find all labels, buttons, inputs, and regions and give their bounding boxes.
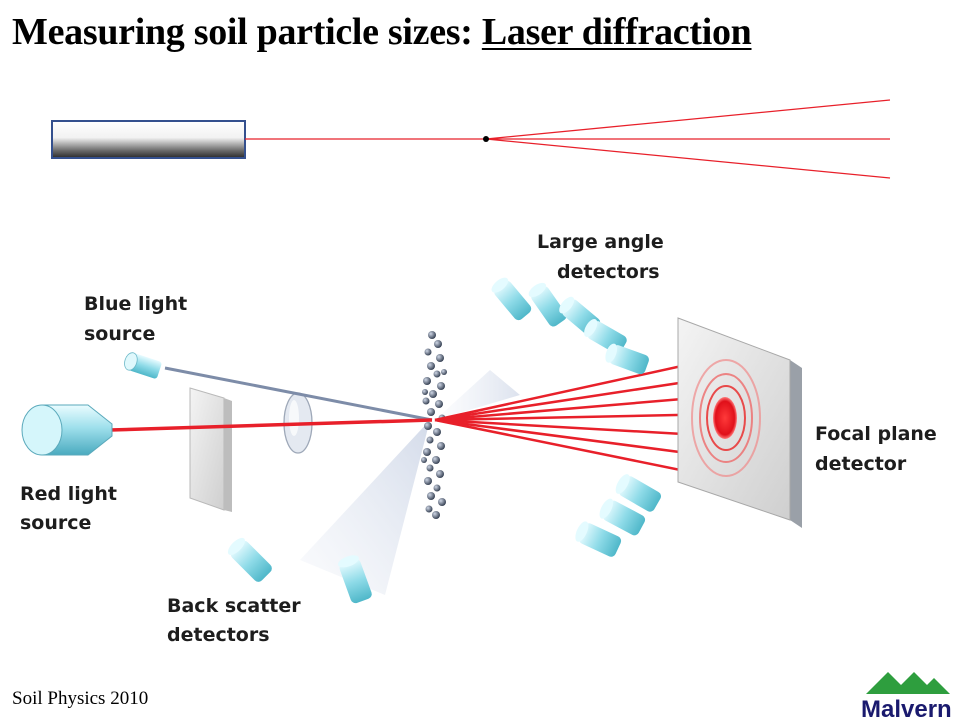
scattered-rays bbox=[434, 360, 725, 476]
label-blue-2: source bbox=[84, 323, 155, 345]
logo-text: Malvern bbox=[861, 696, 952, 720]
logo-mountain-right bbox=[918, 678, 950, 694]
label-focal-2: detector bbox=[815, 453, 907, 475]
blue-beam bbox=[164, 366, 433, 422]
back-scatter-cone bbox=[300, 420, 430, 595]
large-angle-detectors bbox=[491, 277, 649, 375]
label-back-2: detectors bbox=[167, 624, 270, 646]
red-beam bbox=[109, 418, 433, 432]
label-red-1: Red light bbox=[20, 483, 117, 505]
large-angle-cone bbox=[435, 370, 520, 420]
label-focal-1: Focal plane bbox=[815, 423, 937, 445]
particle-cloud bbox=[421, 331, 447, 519]
label-blue-1: Blue light bbox=[84, 293, 187, 315]
diffracted-beam-up bbox=[485, 99, 891, 140]
label-red-2: source bbox=[20, 512, 91, 534]
diffracted-beam-down bbox=[485, 138, 891, 179]
malvern-logo: Malvern bbox=[861, 672, 952, 720]
back-scatter-detectors bbox=[227, 537, 372, 604]
top-schematic bbox=[51, 99, 891, 179]
instrument-diagram: Large angle detectors Blue light source … bbox=[20, 231, 937, 646]
lower-detectors bbox=[575, 474, 661, 557]
slide-title: Measuring soil particle sizes: Laser dif… bbox=[12, 10, 752, 54]
filter-panel bbox=[189, 387, 225, 511]
label-large-angle-1: Large angle bbox=[537, 231, 664, 253]
laser-source-bar bbox=[51, 120, 246, 159]
label-back-1: Back scatter bbox=[167, 595, 301, 617]
footer-text: Soil Physics 2010 bbox=[12, 688, 149, 709]
blue-light-source bbox=[124, 352, 162, 379]
title-underlined: Laser diffraction bbox=[481, 11, 752, 53]
particle-dot bbox=[483, 136, 489, 142]
red-light-source bbox=[21, 404, 113, 456]
label-large-angle-2: detectors bbox=[557, 261, 660, 283]
focal-plane-detector bbox=[677, 317, 802, 528]
title-prefix: Measuring soil particle sizes: bbox=[12, 11, 482, 53]
central-spot bbox=[713, 397, 737, 439]
